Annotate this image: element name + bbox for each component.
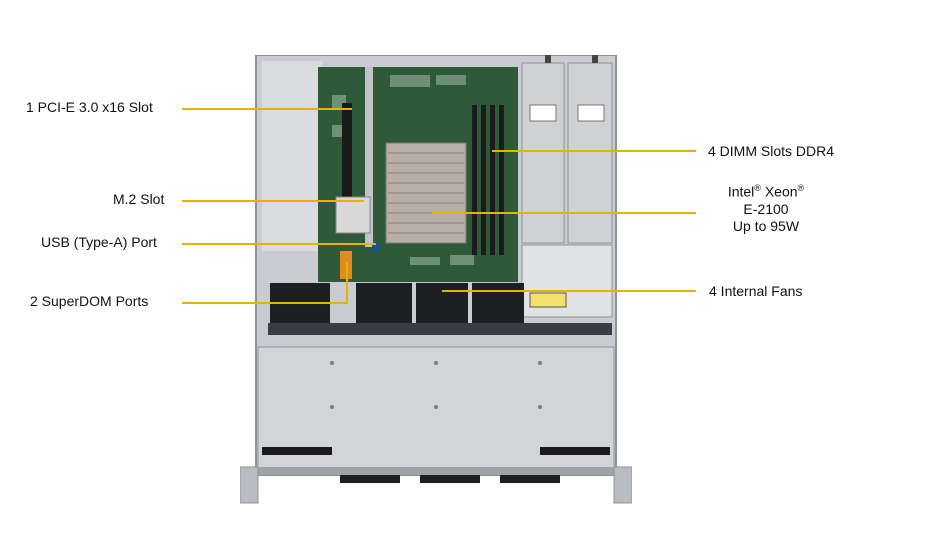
cover-screws [330, 361, 542, 409]
chassis-rear-bay [262, 61, 322, 251]
heatsink-fins [388, 152, 464, 234]
label-m2-slot: M.2 Slot [113, 191, 165, 207]
leader-superdom [182, 302, 348, 304]
leader-fans [442, 290, 696, 292]
psu-2 [567, 62, 613, 244]
server-chassis-illustration [240, 55, 632, 504]
cpu-family: Xeon [764, 183, 798, 200]
cable-rail [268, 323, 612, 335]
pcie-slot [342, 103, 352, 223]
cpu-reg-mark-2: ® [797, 183, 805, 193]
leader-cpu [432, 212, 696, 214]
front-vents-left [262, 447, 332, 455]
cpu-model: E-2100 [743, 200, 789, 217]
pcie-riser [365, 67, 373, 247]
cpu-tdp: Up to 95W [732, 217, 800, 234]
leader-pcie [182, 108, 352, 110]
psu-handle-2 [592, 55, 598, 63]
label-pcie-slot: 1 PCI-E 3.0 x16 Slot [26, 99, 153, 115]
cpu-brand: Intel [727, 183, 755, 200]
psu-handle-1 [545, 55, 551, 63]
leader-superdom-vertical [346, 262, 348, 304]
fan-row [270, 283, 524, 323]
cpu-reg-mark-1: ® [754, 183, 761, 193]
label-internal-fans: 4 Internal Fans [709, 283, 803, 299]
label-usb-port: USB (Type-A) Port [41, 234, 157, 250]
board-components [332, 75, 474, 265]
psu-label-1 [529, 104, 557, 122]
dimm-slots [472, 105, 504, 255]
drive-bay-cover [257, 346, 615, 476]
front-fan-shadows [340, 475, 560, 483]
rack-ear-right [613, 466, 632, 504]
front-bezel [240, 467, 632, 475]
leader-usb [182, 243, 376, 245]
m2-slot [335, 196, 371, 234]
warning-label [529, 292, 567, 308]
label-dimm-slots: 4 DIMM Slots DDR4 [708, 143, 835, 159]
psu-label-2 [577, 104, 605, 122]
psu-1 [521, 62, 565, 244]
leader-dimm [492, 150, 696, 152]
label-cpu: Intel® Xeon® E-2100 Up to 95W [706, 180, 826, 235]
front-vents-right [540, 447, 610, 455]
leader-m2 [182, 200, 364, 202]
label-superdom-ports: 2 SuperDOM Ports [30, 293, 149, 309]
rack-ear-left [240, 466, 259, 504]
usb-port [372, 243, 380, 251]
